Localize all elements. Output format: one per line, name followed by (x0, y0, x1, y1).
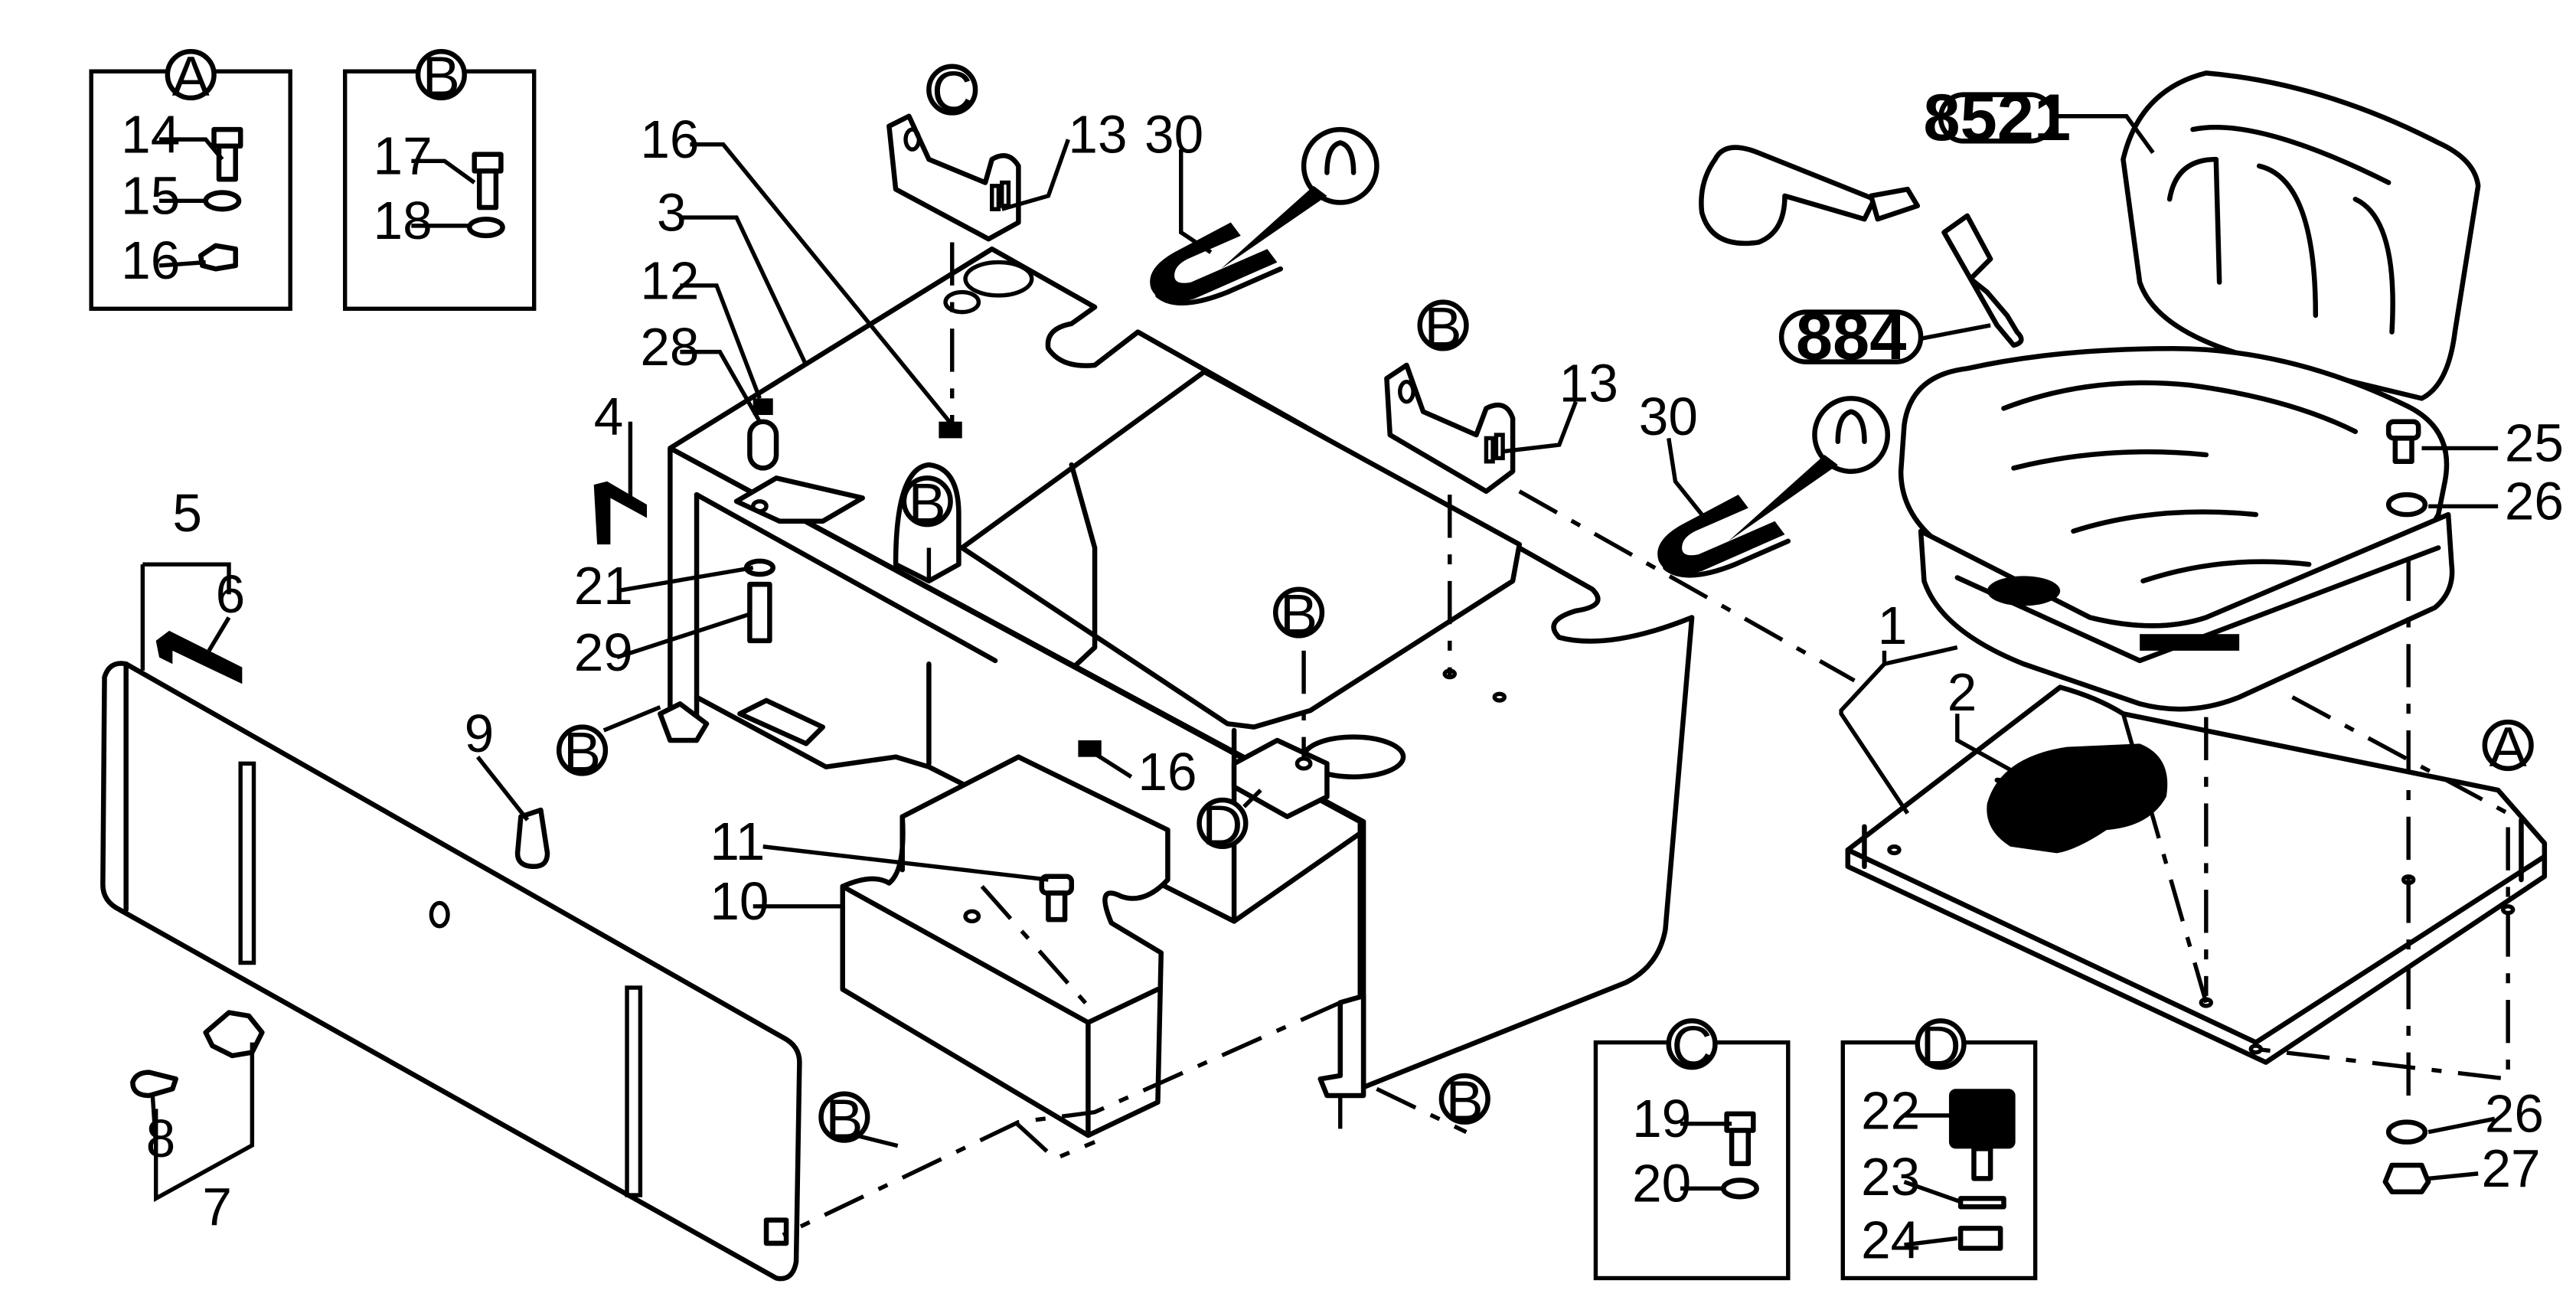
bolt-11 (1039, 874, 1074, 923)
label-16-mid: 16 (1138, 742, 1197, 802)
latch-7 (130, 1010, 265, 1099)
svg-text:D: D (1202, 793, 1242, 857)
label-4: 4 (594, 387, 624, 446)
callout-circle-b-center: B (1272, 583, 1325, 646)
detail-box-d: D (1840, 1014, 2038, 1281)
detail-box-a: A (89, 44, 292, 311)
detail-box-c: C (1593, 1014, 1791, 1281)
callout-circle-b-mount: B (901, 471, 953, 534)
label-8: 8 (146, 1109, 176, 1168)
nut-27 (2382, 1162, 2431, 1194)
label-3: 3 (657, 182, 687, 242)
label-28: 28 (640, 317, 699, 377)
label-25: 25 (2505, 413, 2564, 473)
label-6: 6 (216, 564, 246, 624)
bolt-29 (747, 581, 772, 644)
svg-text:D: D (1921, 1014, 1961, 1077)
clip-nut-12 (753, 398, 773, 416)
label-19: 19 (1632, 1089, 1691, 1148)
label-13-top: 13 (1068, 104, 1127, 164)
label-11: 11 (710, 812, 765, 871)
label-2: 2 (1948, 662, 1977, 722)
callout-circle-a-right: A (2482, 715, 2534, 779)
detail-box-b-top: B (342, 44, 537, 311)
label-7: 7 (202, 1177, 232, 1236)
label-10: 10 (710, 871, 769, 931)
spacer-28 (747, 419, 779, 471)
panel-handle (155, 630, 243, 684)
washer-26-top (2385, 492, 2428, 518)
svg-text:C: C (932, 60, 972, 123)
label-22: 22 (1861, 1080, 1920, 1140)
svg-text:C: C (1672, 1014, 1712, 1077)
label-14: 14 (121, 104, 180, 164)
pad-30-top (1150, 126, 1379, 305)
washer-26-bottom (2385, 1119, 2428, 1145)
side-panel (100, 661, 802, 1282)
svg-text:B: B (1280, 583, 1317, 646)
toolbox-tray (840, 754, 1170, 1138)
bolt-25 (2385, 419, 2421, 464)
clip-9 (514, 807, 550, 870)
bracket-4 (593, 481, 648, 545)
label-1: 1 (1878, 596, 1908, 655)
callout-circle-c-top: C (926, 60, 978, 123)
callout-circle-b-bracket: B (1417, 296, 1469, 359)
svg-text:B: B (825, 1087, 863, 1151)
part-numbers: 14 15 16 17 18 16 3 12 28 4 5 6 21 29 9 … (121, 104, 2564, 1269)
label-23: 23 (1861, 1147, 1920, 1207)
seat-belt (1699, 145, 2024, 348)
label-30-top: 30 (1144, 104, 1203, 164)
label-5: 5 (172, 483, 202, 543)
ref-box-seat: 8521 (1923, 81, 2071, 155)
svg-text:A: A (2489, 715, 2527, 779)
label-12: 12 (640, 250, 699, 310)
svg-text:A: A (172, 44, 210, 108)
svg-text:B: B (1425, 296, 1462, 359)
leader-lines (140, 114, 2499, 1247)
label-21: 21 (574, 556, 633, 616)
bracket-b-13 (1384, 362, 1516, 495)
callout-circle-b-left: B (556, 720, 609, 784)
label-9: 9 (465, 704, 495, 763)
pad-30-mid (1657, 396, 1891, 578)
svg-text:884: 884 (1796, 300, 1907, 374)
svg-text:8521: 8521 (1923, 81, 2071, 155)
seat (1898, 70, 2481, 712)
label-24: 24 (1861, 1210, 1920, 1269)
svg-text:B: B (423, 44, 460, 108)
ref-box-belt: 884 (1778, 300, 1924, 374)
label-18: 18 (374, 191, 433, 250)
svg-text:B: B (909, 471, 946, 534)
label-27: 27 (2481, 1138, 2540, 1198)
label-13-mid: 13 (1559, 354, 1618, 413)
seat-plate (1845, 684, 2548, 1065)
main-frame (658, 246, 1695, 1099)
label-20: 20 (1632, 1154, 1691, 1213)
callout-circle-b-bottom-right: B (1438, 1069, 1490, 1132)
assembly-lines (782, 242, 2510, 1237)
label-16: 16 (640, 109, 699, 169)
label-29: 29 (574, 622, 633, 682)
svg-text:B: B (1446, 1069, 1484, 1132)
callout-circle-b-bottom-left: B (818, 1087, 870, 1151)
label-17: 17 (374, 126, 433, 186)
label-26-top: 26 (2505, 472, 2564, 531)
svg-text:B: B (563, 720, 601, 784)
label-15: 15 (121, 166, 180, 226)
label-26-bottom: 26 (2485, 1084, 2544, 1144)
bracket-c-13 (886, 113, 1021, 242)
label-16-box: 16 (121, 230, 180, 290)
label-30-mid: 30 (1639, 387, 1698, 446)
callout-circle-d: D (1197, 793, 1249, 857)
